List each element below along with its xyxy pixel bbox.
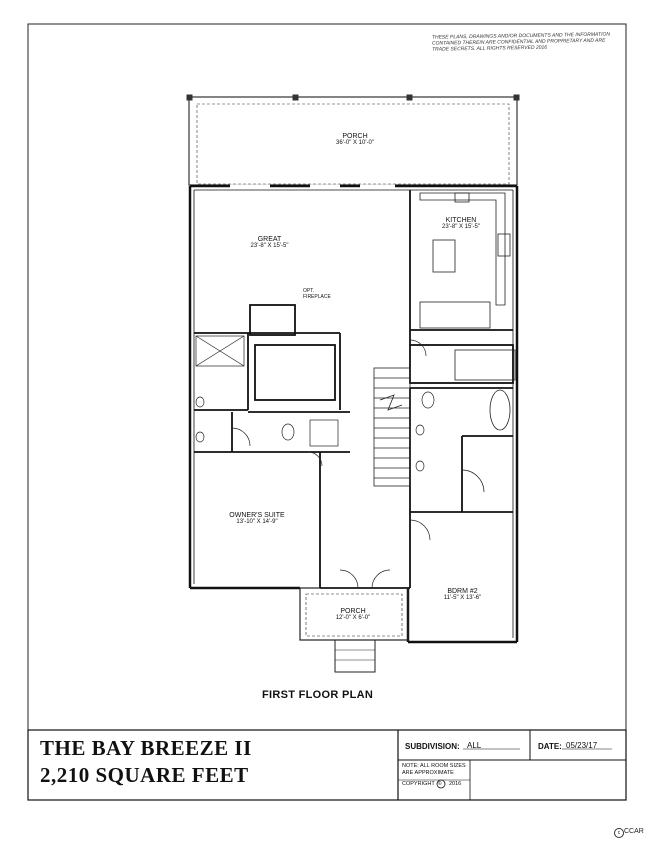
square-feet: 2,210 SQUARE FEET bbox=[40, 763, 249, 787]
owners-suite-size: 13'-10" X 14'-9" bbox=[236, 519, 278, 525]
kitchen-name: KITCHEN bbox=[445, 217, 477, 224]
title-block bbox=[27, 729, 627, 801]
great-room-name: GREAT bbox=[257, 236, 282, 243]
kitchen-fixtures bbox=[419, 192, 516, 381]
subdivision-value: ALL bbox=[467, 741, 482, 750]
copyright-symbol: © bbox=[438, 781, 442, 787]
bdrm2-label: BDRM #2 11'-5" X 13'-6" bbox=[440, 588, 485, 601]
wall-detail bbox=[193, 189, 514, 638]
copyright-label: COPYRIGHT bbox=[402, 781, 435, 787]
plan-title: FIRST FLOOR PLAN bbox=[262, 689, 374, 701]
copyright-year: 2016 bbox=[449, 781, 462, 787]
kitchen-label: KITCHEN 23'-8" X 15'-5" bbox=[432, 217, 490, 230]
stairs bbox=[373, 367, 411, 487]
bdrm2-size: 11'-5" X 13'-6" bbox=[443, 595, 482, 601]
subdivision-label: SUBDIVISION: bbox=[405, 742, 460, 751]
ccar-watermark: CCAR bbox=[624, 828, 644, 835]
bathtub bbox=[489, 389, 511, 431]
exterior-walls bbox=[188, 184, 519, 644]
door-swings bbox=[231, 339, 485, 589]
fireplace-label: OPT. FIREPLACE bbox=[303, 288, 331, 300]
confidential-notice: THESE PLANS, DRAWINGS AND/OR DOCUMENTS A… bbox=[431, 31, 611, 54]
front-porch bbox=[299, 587, 409, 673]
great-room-label: GREAT 23'-8" X 15'-5" bbox=[242, 236, 297, 249]
shower bbox=[195, 335, 245, 367]
date-label: DATE: bbox=[538, 742, 562, 751]
rear-porch-name: PORCH bbox=[342, 133, 368, 140]
bdrm2-name: BDRM #2 bbox=[447, 588, 478, 595]
bath-fixtures bbox=[195, 391, 435, 472]
rear-porch-label: PORCH 36'-0" X 10'-0" bbox=[330, 133, 380, 146]
date-value: 05/23/17 bbox=[566, 741, 598, 750]
front-porch-size: 12'-0" X 6'-0" bbox=[335, 615, 371, 621]
great-room-size: 23'-8" X 15'-5" bbox=[250, 243, 289, 249]
owners-suite-name: OWNER'S SUITE bbox=[229, 512, 285, 519]
title-block-heading: THE BAY BREEZE II 2,210 SQUARE FEET bbox=[40, 735, 252, 789]
rear-porch-size: 36'-0" X 10'-0" bbox=[336, 140, 374, 146]
room-size-note: NOTE: ALL ROOM SIZES ARE APPROXIMATE bbox=[402, 763, 466, 776]
interior-walls bbox=[194, 190, 514, 589]
owners-suite-label: OWNER'S SUITE 13'-10" X 14'-9" bbox=[222, 512, 292, 525]
kitchen-size: 23'-8" X 15'-5" bbox=[442, 224, 480, 230]
plan-name: THE BAY BREEZE II bbox=[40, 736, 252, 760]
front-porch-name: PORCH bbox=[340, 608, 366, 615]
ccar-logo-icon: c bbox=[614, 828, 624, 838]
front-porch-label: PORCH 12'-0" X 6'-0" bbox=[328, 608, 378, 621]
